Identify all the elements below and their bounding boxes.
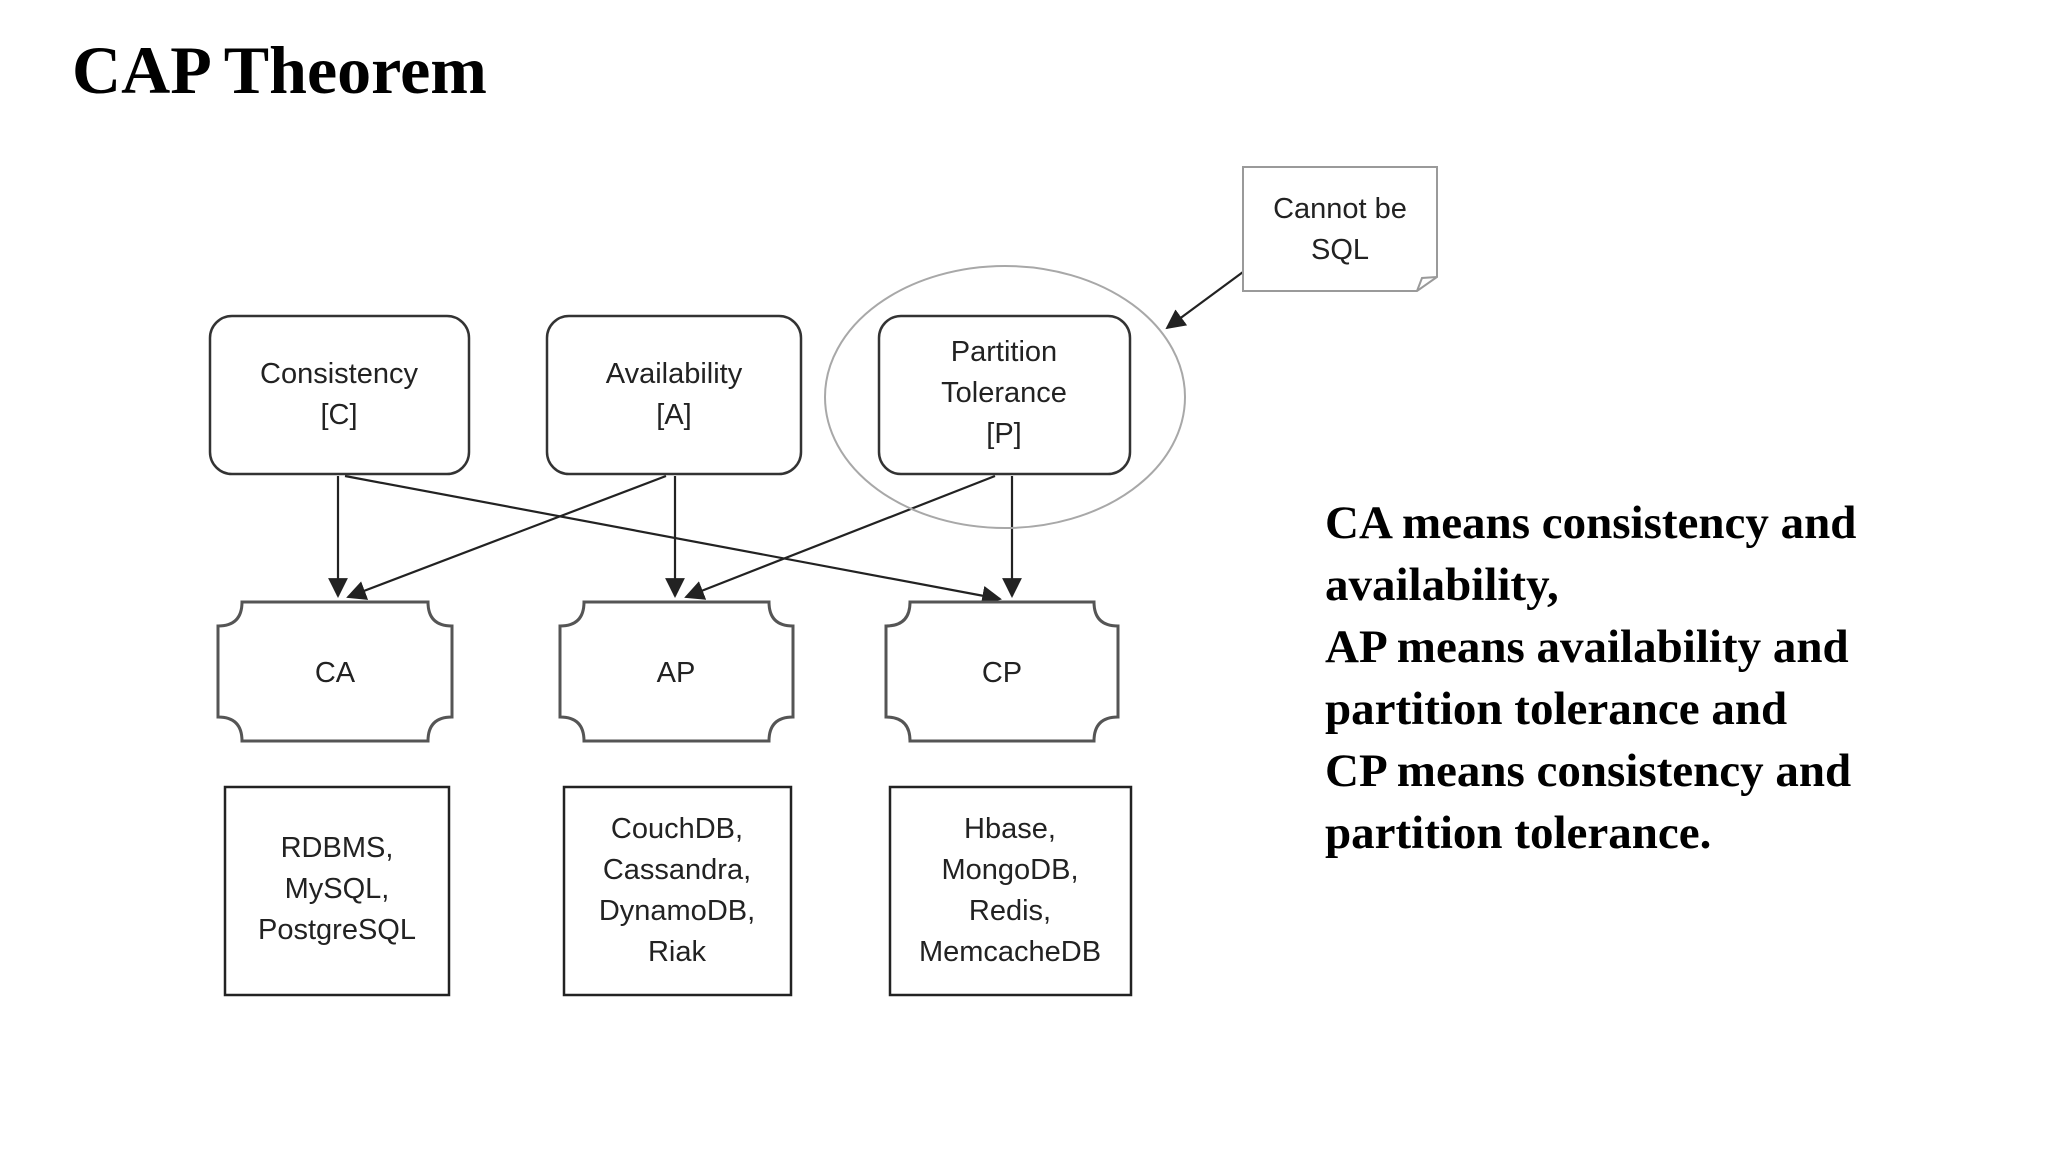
property-label: Tolerance (941, 377, 1067, 409)
property-label: Partition (951, 336, 1057, 368)
svg-text:Availability[A]: Availability [A] (606, 358, 743, 431)
database-box-ap: CouchDB, Cassandra, DynamoDB, Riak (562, 785, 793, 997)
arrow-note-to-partition (1165, 271, 1244, 330)
database-name: Redis, (969, 895, 1051, 927)
database-name: RDBMS, (281, 832, 394, 864)
svg-text:CouchDB,Cassandra,DynamoDB,Ria: CouchDB, Cassandra, DynamoDB, Riak (599, 813, 755, 968)
database-name: CouchDB, (611, 813, 743, 845)
svg-text:Consistency[C]: Consistency [C] (260, 358, 418, 431)
explanation-text: CA means consistency and availability, A… (1325, 492, 2025, 864)
explanation-line: AP means availability and (1325, 621, 1849, 673)
partition-highlight-ellipse (824, 265, 1186, 529)
note-line: SQL (1311, 234, 1369, 266)
property-label: [A] (656, 399, 691, 431)
explanation-line: availability, (1325, 559, 1559, 611)
explanation-line: partition tolerance and (1325, 683, 1788, 735)
note-cannot-be-sql: Cannot be SQL (1242, 166, 1438, 292)
database-name: Cassandra, (603, 854, 751, 886)
arrow-consistency-to-cp (344, 474, 1002, 606)
combination-label: CA (315, 657, 356, 689)
svg-text:RDBMS,MySQL,PostgreSQL: RDBMS, MySQL, PostgreSQL (258, 832, 416, 946)
database-name: PostgreSQL (258, 914, 416, 946)
database-name: Hbase, (964, 813, 1056, 845)
note-line: Cannot be (1273, 193, 1407, 225)
database-name: MemcacheDB (919, 936, 1101, 968)
database-name: Riak (648, 936, 707, 968)
combination-ca: CA (216, 600, 454, 743)
property-label: Consistency (260, 358, 418, 390)
arrow-partition-to-ap (684, 474, 996, 600)
explanation-line: CP means consistency and (1325, 745, 1852, 797)
arrow-availability-to-ca (346, 474, 667, 600)
page-title: CAP Theorem (72, 32, 487, 108)
explanation-line: CA means consistency and (1325, 497, 1857, 549)
connector-lines (328, 271, 1244, 606)
combination-ap: AP (558, 600, 795, 743)
property-label: Availability (606, 358, 743, 390)
explanation-line: partition tolerance. (1325, 807, 1712, 859)
property-consistency: Consistency [C] (208, 314, 471, 476)
combination-cp: CP (884, 600, 1120, 743)
combination-label: CP (982, 657, 1022, 689)
database-name: DynamoDB, (599, 895, 755, 927)
database-name: MySQL, (285, 873, 390, 905)
property-availability: Availability [A] (545, 314, 803, 476)
database-name: MongoDB, (941, 854, 1078, 886)
svg-text:Hbase,MongoDB,Redis,MemcacheDB: Hbase, MongoDB, Redis, MemcacheDB (919, 813, 1101, 968)
database-box-cp: Hbase, MongoDB, Redis, MemcacheDB (888, 785, 1133, 997)
property-label: [P] (986, 418, 1021, 450)
property-label: [C] (320, 399, 357, 431)
database-box-ca: RDBMS, MySQL, PostgreSQL (223, 785, 451, 997)
combination-label: AP (657, 657, 696, 689)
